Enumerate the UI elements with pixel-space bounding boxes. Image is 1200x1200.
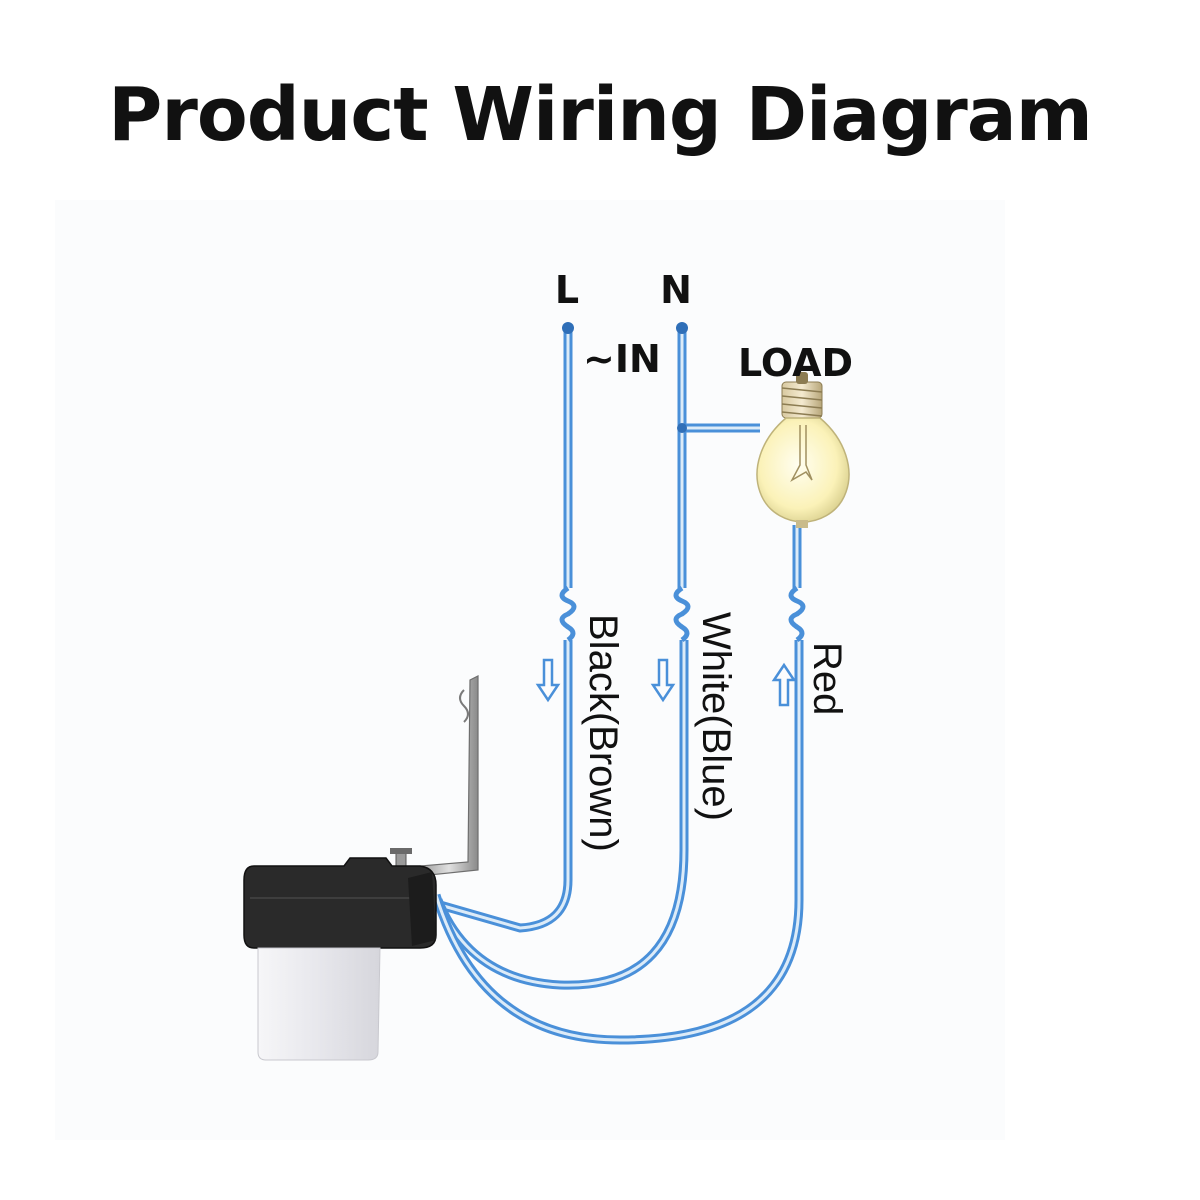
wire-red <box>431 525 804 1045</box>
input-label: ~IN <box>583 337 661 381</box>
wire-black-brown <box>438 328 573 933</box>
splice-joint-red <box>788 585 806 643</box>
wire-label-white-blue: White(Blue) <box>694 612 738 821</box>
page-title: Product Wiring Diagram <box>108 72 1093 158</box>
arrow-down-icon-black <box>535 658 561 703</box>
terminal-node-l <box>562 322 574 334</box>
load-label: LOAD <box>738 341 853 385</box>
splice-joint-black <box>559 585 577 643</box>
photocell-sensor <box>243 675 479 1061</box>
arrow-up-icon-red <box>771 662 797 707</box>
wire-label-black-brown: Black(Brown) <box>581 614 625 852</box>
junction-node <box>677 423 687 433</box>
terminal-label-l: L <box>555 268 579 312</box>
wire-label-red: Red <box>805 642 849 715</box>
splice-joint-white <box>673 585 691 643</box>
arrow-down-icon-white <box>650 658 676 703</box>
light-bulb-icon <box>756 372 850 528</box>
terminal-label-n: N <box>660 268 692 312</box>
wire-white-blue <box>433 328 760 990</box>
terminal-node-n <box>676 322 688 334</box>
